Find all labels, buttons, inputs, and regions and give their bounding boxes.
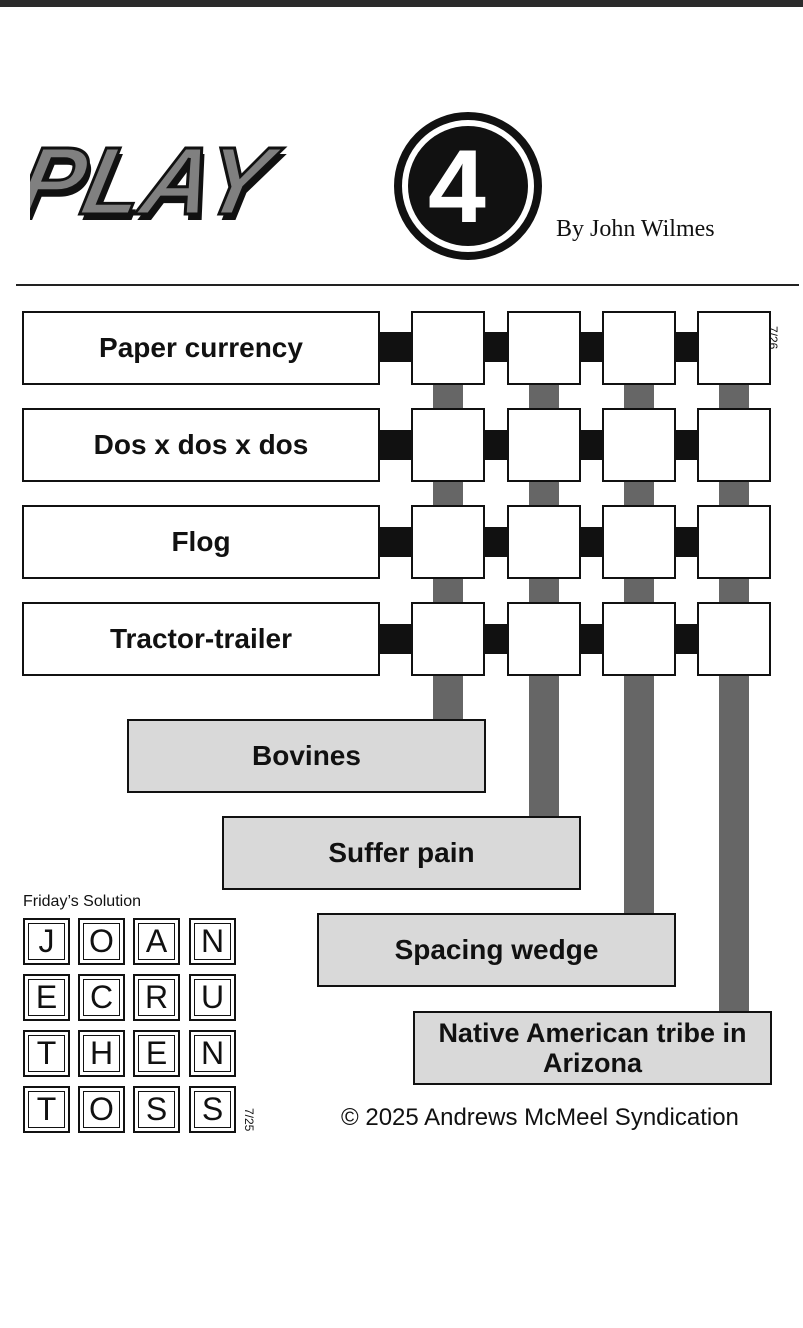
- answer-cell-r2-c4[interactable]: [697, 408, 771, 482]
- answer-cell-r3-c4[interactable]: [697, 505, 771, 579]
- answer-cell-r4-c1[interactable]: [411, 602, 485, 676]
- solution-cell: U: [189, 974, 236, 1021]
- logo-text: PLAY: [30, 133, 292, 241]
- svg-text:PLAY: PLAY: [30, 127, 289, 235]
- solution-cell: J: [23, 918, 70, 965]
- column-clue-1: Bovines: [127, 719, 486, 793]
- solution-cell: E: [23, 974, 70, 1021]
- answer-cell-r4-c3[interactable]: [602, 602, 676, 676]
- solution-cell: E: [133, 1030, 180, 1077]
- row-clue-2: Dos x dos x dos: [22, 408, 380, 482]
- answer-cell-r2-c1[interactable]: [411, 408, 485, 482]
- answer-cell-r1-c2[interactable]: [507, 311, 581, 385]
- answer-cell-r1-c3[interactable]: [602, 311, 676, 385]
- row-clue-1: Paper currency: [22, 311, 380, 385]
- solution-cell: N: [189, 918, 236, 965]
- answer-cell-r4-c2[interactable]: [507, 602, 581, 676]
- solution-cell: C: [78, 974, 125, 1021]
- solution-cell: A: [133, 918, 180, 965]
- answer-cell-r3-c2[interactable]: [507, 505, 581, 579]
- divider-rule: [16, 284, 799, 286]
- answer-cell-r3-c3[interactable]: [602, 505, 676, 579]
- solution-cell: S: [189, 1086, 236, 1133]
- solution-cell: O: [78, 918, 125, 965]
- column-connector-4: [719, 385, 749, 1012]
- solution-cell: T: [23, 1086, 70, 1133]
- row-clue-4: Tractor-trailer: [22, 602, 380, 676]
- byline: By John Wilmes: [556, 216, 715, 242]
- answer-cell-r3-c1[interactable]: [411, 505, 485, 579]
- solution-cell: R: [133, 974, 180, 1021]
- column-clue-4: Native American tribe in Arizona: [413, 1011, 772, 1085]
- solution-cell: H: [78, 1030, 125, 1077]
- column-clue-2: Suffer pain: [222, 816, 581, 890]
- top-border: [0, 0, 803, 7]
- answer-cell-r2-c2[interactable]: [507, 408, 581, 482]
- answer-cell-r2-c3[interactable]: [602, 408, 676, 482]
- row-clue-3: Flog: [22, 505, 380, 579]
- solution-cell: S: [133, 1086, 180, 1133]
- svg-text:4: 4: [428, 129, 486, 245]
- answer-cell-r1-c1[interactable]: [411, 311, 485, 385]
- solution-cell: T: [23, 1030, 70, 1077]
- play4-logo: PLAY PLAY 4: [30, 112, 542, 260]
- column-clue-3: Spacing wedge: [317, 913, 676, 987]
- solution-cell: N: [189, 1030, 236, 1077]
- solution-title: Friday’s Solution: [23, 893, 141, 910]
- solution-cell: O: [78, 1086, 125, 1133]
- answer-cell-r4-c4[interactable]: [697, 602, 771, 676]
- copyright-notice: © 2025 Andrews McMeel Syndication: [341, 1104, 739, 1131]
- answer-cell-r1-c4[interactable]: [697, 311, 771, 385]
- solution-date: 7/25: [242, 1108, 256, 1132]
